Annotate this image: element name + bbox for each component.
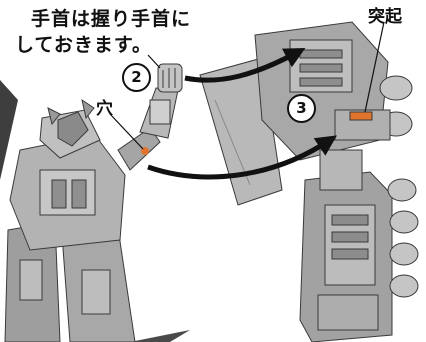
peg-label: 突起 [368, 7, 402, 27]
instruction-note-line-2: しておきます。 [15, 34, 152, 56]
peg-highlight [349, 111, 373, 121]
bottom-dark-wedge [130, 330, 190, 342]
step-number-3: 3 [287, 94, 316, 123]
thruster-top [379, 75, 413, 101]
hole-label: 穴 [96, 99, 113, 119]
peg-leader-line [364, 21, 385, 113]
robot-upper-arm [117, 127, 161, 171]
arrow-fist-to-backpack [184, 48, 306, 83]
hole-leader-line [109, 113, 144, 150]
left-edge-chevron [0, 80, 18, 180]
step-number-2: 2 [122, 63, 151, 92]
arrow-hole-to-backpack [147, 135, 337, 180]
robot-fist [157, 63, 183, 93]
note-leader-line [147, 54, 161, 69]
leg-thruster-unit [299, 149, 419, 342]
robot-head [57, 111, 89, 147]
instruction-note-line-1: 手首は握り手首に [31, 8, 192, 30]
robot-figure [4, 63, 183, 342]
